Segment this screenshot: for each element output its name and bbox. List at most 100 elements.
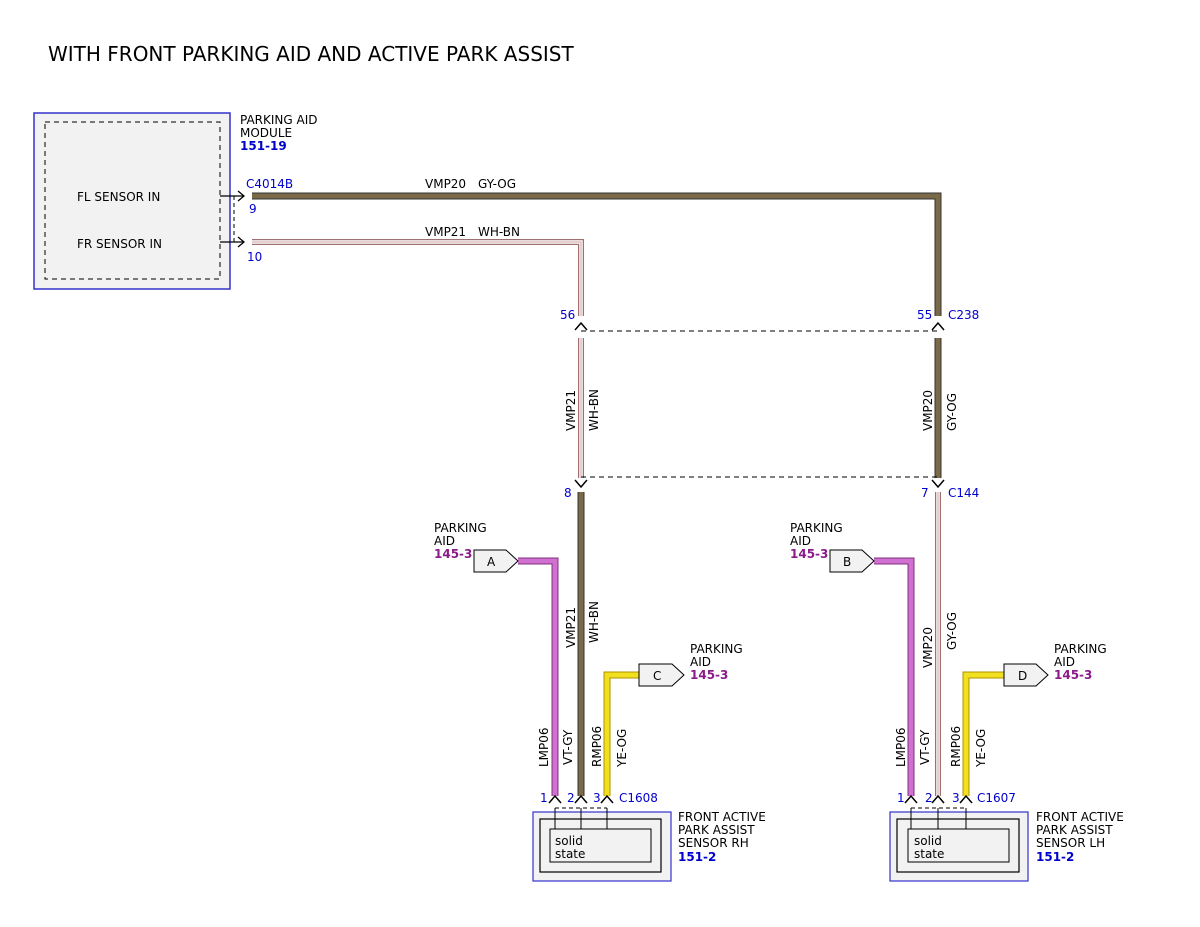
connector-c4014b: C4014B [246,177,293,191]
offpage-c-line1: PARKING [690,642,743,656]
wire-vmp21-wh-bn: VMP21 WH-BN [252,225,584,316]
offpage-d-group: D PARKING AID 145-3 RMP06 YE-OG [949,642,1107,796]
c238-left-arrow-icon [574,321,588,331]
c1607-pin2-arrow-icon [931,794,945,804]
offpage-a-ref: 145-3 [434,547,472,561]
offpage-a-line1: PARKING [434,521,487,535]
mid-right-circuit: VMP20 [921,390,935,431]
module-name-line2: MODULE [240,126,292,140]
sensor-rh-line3: SENSOR RH [678,836,749,850]
c1608-pin2-arrow-icon [574,794,588,804]
offpage-d-line1: PARKING [1054,642,1107,656]
sensor-rh-group: 1 2 3 C1608 solid state FRONT ACTIVE PAR… [532,791,766,882]
wire-vmp20-gy-og: VMP20 GY-OG [252,177,942,316]
offpage-a-group: A PARKING AID 145-3 LMP06 VT-GY [434,521,575,796]
offpage-a-letter: A [487,555,496,569]
diagram-title: WITH FRONT PARKING AID AND ACTIVE PARK A… [48,42,574,66]
offpage-b-ref: 145-3 [790,547,828,561]
c1607-pin-3: 3 [952,791,960,805]
sensor-lh-line3: SENSOR LH [1036,836,1105,850]
c144-pin-8: 8 [564,486,572,500]
offpage-c-line2: AID [690,655,711,669]
sensor-lh-group: 1 2 3 C1607 solid state FRONT ACTIVE PAR… [889,791,1124,882]
sensor-rh-line1: FRONT ACTIVE [678,810,766,824]
c144-pin-7: 7 [921,486,929,500]
c1607-pin-2: 2 [925,791,933,805]
rh-rmp-circuit: RMP06 [590,726,604,767]
offpage-b-group: B PARKING AID 145-3 LMP06 VT-GY [790,521,932,796]
c238-pin-56: 56 [560,308,575,322]
pin-9: 9 [249,202,257,216]
sensor-lh-inner1: solid [914,834,942,848]
offpage-d-tag [1003,663,1049,687]
sensor-rh-ref: 151-2 [678,850,716,864]
offpage-a-line2: AID [434,534,455,548]
wire-lh-vmp: VMP20 GY-OG [921,492,959,796]
sensor-rh-inner2: state [555,847,585,861]
wire-top-gy-color: GY-OG [478,177,516,191]
module-outer-box [33,112,231,290]
mid-left-circuit: VMP21 [564,390,578,431]
mid-left-color: WH-BN [587,389,601,431]
wire-mid-left: VMP21 WH-BN [564,338,601,478]
sensor-rh-solid-state-box [549,828,652,863]
rh-vmp-circuit: VMP21 [564,607,578,648]
connector-c238-group: 56 55 C238 [560,308,979,332]
connector-c144: C144 [948,486,979,500]
offpage-c-letter: C [653,669,661,683]
offpage-d-ref: 145-3 [1054,668,1092,682]
connector-c144-group: 8 7 C144 [564,476,979,500]
offpage-d-line2: AID [1054,655,1075,669]
lh-rmp-color: YE-OG [974,729,988,768]
lh-lmp-color: VT-GY [918,729,932,765]
offpage-b-tag [829,549,875,573]
rh-lmp-circuit: LMP06 [537,727,551,767]
c1608-pin-1: 1 [540,791,548,805]
sensor-lh-line2: PARK ASSIST [1036,823,1113,837]
rh-vmp-color: WH-BN [587,601,601,643]
offpage-b-letter: B [843,555,851,569]
c144-left-arrow-icon [574,479,588,489]
sensor-lh-solid-state-box [907,828,1010,863]
wire-rh-vmp: VMP21 WH-BN [564,492,601,796]
offpage-c-tag [638,663,685,687]
pin9-arrow-icon [237,190,246,202]
c1608-pin-3: 3 [593,791,601,805]
c1607-pin-1: 1 [897,791,905,805]
module-name-line1: PARKING AID [240,113,318,127]
connector-c238: C238 [948,308,979,322]
c1607-pin1-arrow-icon [904,794,918,804]
c1607-pin3-arrow-icon [959,794,973,804]
sensor-rh-line2: PARK ASSIST [678,823,755,837]
wire-mid-right: VMP20 GY-OG [921,338,959,478]
pin-10: 10 [247,250,262,264]
wire-top-wh-color: WH-BN [478,225,520,239]
wire-top-gy-circuit: VMP20 [425,177,466,191]
rh-rmp-color: YE-OG [615,729,629,768]
c238-pin-55: 55 [917,308,932,322]
offpage-c-ref: 145-3 [690,668,728,682]
lh-rmp-circuit: RMP06 [949,726,963,767]
c1608-pin3-arrow-icon [600,794,614,804]
sensor-rh-inner1: solid [555,834,583,848]
mid-right-color: GY-OG [945,393,959,431]
c238-right-arrow-icon [931,321,945,331]
connector-c1607: C1607 [977,791,1016,805]
offpage-b-line1: PARKING [790,521,843,535]
pin10-arrow-icon [237,236,246,248]
offpage-b-line2: AID [790,534,811,548]
module-fl-label: FL SENSOR IN [77,190,160,204]
offpage-a-tag [473,549,519,573]
lh-vmp-circuit: VMP20 [921,627,935,668]
c144-right-arrow-icon [931,479,945,489]
module-fr-label: FR SENSOR IN [77,237,162,251]
parking-aid-module: FL SENSOR IN FR SENSOR IN PARKING AID MO… [33,112,318,290]
sensor-lh-line1: FRONT ACTIVE [1036,810,1124,824]
sensor-lh-inner2: state [914,847,944,861]
wire-top-wh-circuit: VMP21 [425,225,466,239]
module-inner-box [44,121,221,280]
offpage-c-group: C PARKING AID 145-3 RMP06 YE-OG [590,642,743,796]
lh-vmp-color: GY-OG [945,612,959,650]
module-ref: 151-19 [240,139,287,153]
